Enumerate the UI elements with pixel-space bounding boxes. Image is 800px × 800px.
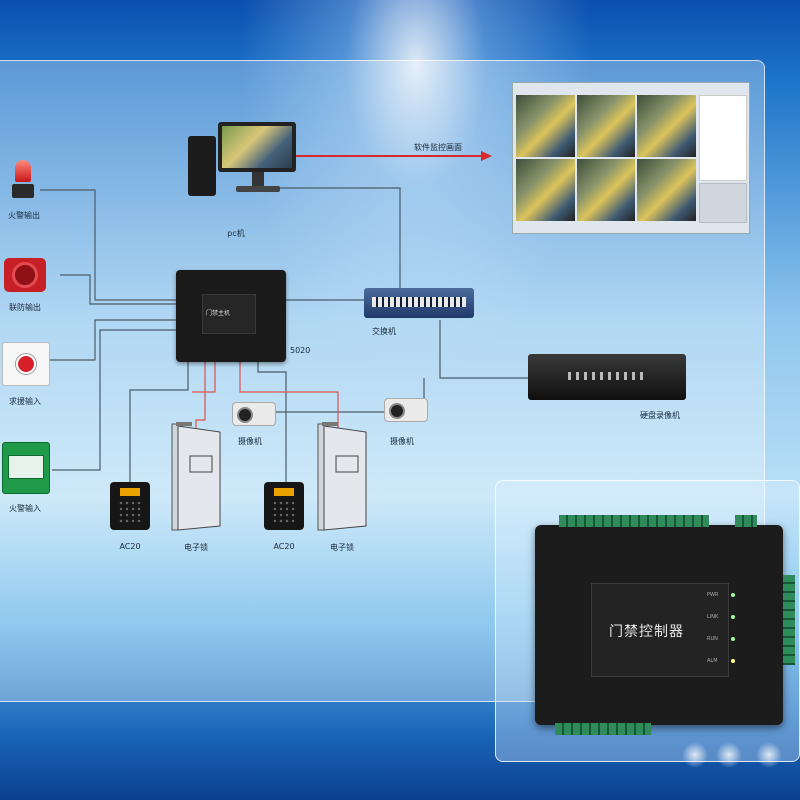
wire-pc-switch	[270, 187, 401, 290]
camera-1-icon	[232, 402, 276, 426]
camera-2-icon	[384, 398, 428, 422]
monitor-link-label: 软件监控画面	[414, 143, 462, 152]
wire-lock2	[239, 360, 339, 428]
led-label: LINK	[707, 614, 719, 620]
led-label: PWR	[707, 592, 719, 598]
camera-1-label: 摄像机	[238, 437, 262, 446]
wire-ctrl-reader1	[129, 360, 189, 482]
big-access-controller: 门禁控制器 PWR LINK RUN ALM	[535, 515, 795, 735]
camera-feed	[637, 159, 696, 221]
wire-fire-light	[40, 189, 176, 301]
fire-input-panel-icon	[2, 442, 50, 494]
pc-monitor-icon	[218, 122, 296, 172]
wire-lock1b	[192, 360, 216, 393]
fire-input-label: 火警输入	[9, 504, 41, 513]
sound-light-alarm-label: 联防输出	[9, 303, 41, 312]
wire-siren	[60, 274, 176, 305]
wire-switch-nvr	[439, 320, 528, 379]
bottom-terminal-block	[555, 723, 651, 735]
controller-front-screen	[591, 583, 729, 677]
led-label: ALM	[707, 658, 718, 664]
nvr-label: 硬盘录像机	[640, 411, 680, 420]
fire-alarm-light-icon	[12, 160, 34, 200]
controller-model-label: 5020	[290, 346, 311, 355]
camera-feed	[576, 95, 636, 157]
monitoring-software-screen	[512, 82, 750, 234]
door-2-icon	[317, 422, 367, 531]
switch-label: 交换机	[372, 327, 396, 336]
pc-label: pc机	[227, 229, 245, 238]
reader-1-label: AC20	[119, 542, 141, 551]
network-switch-icon	[364, 288, 474, 318]
fire-alarm-light-label: 火警输出	[8, 211, 40, 220]
big-controller-title: 门禁控制器	[609, 624, 684, 640]
camera-feed-grid	[516, 95, 696, 221]
pc-tower-icon	[188, 136, 216, 196]
wire-fire-input	[52, 329, 176, 471]
wire-lock1	[195, 360, 206, 428]
reader-2-label: AC20	[273, 542, 295, 551]
nvr-icon	[528, 354, 686, 400]
glow-dot	[682, 742, 708, 768]
wire-emergency	[50, 319, 176, 361]
led-label: RUN	[707, 636, 718, 642]
lock-1-label: 电子锁	[184, 543, 208, 552]
monitor-stand-icon	[252, 172, 264, 186]
top-terminal-block	[559, 515, 709, 527]
glow-dot	[756, 742, 782, 768]
top-terminal-block-small	[735, 515, 757, 527]
emergency-button-icon	[2, 342, 50, 386]
controller-screen-label: 门禁主机	[206, 310, 231, 317]
camera-feed	[576, 159, 636, 221]
card-reader-2-icon	[264, 482, 304, 530]
ptz-control-panel	[699, 183, 747, 223]
led-indicator	[731, 637, 735, 641]
glow-dot	[716, 742, 742, 768]
lock-2-label: 电子锁	[330, 543, 354, 552]
access-controller-icon: 门禁主机	[176, 270, 286, 362]
led-indicator	[731, 659, 735, 663]
device-list-panel	[699, 95, 747, 181]
camera-feed	[516, 95, 575, 157]
wire-ctrl-reader2	[257, 360, 287, 482]
door-1-icon	[171, 422, 221, 531]
camera-feed	[637, 95, 696, 157]
monitor-arrow-head	[481, 151, 492, 161]
led-indicator	[731, 593, 735, 597]
card-reader-1-icon	[110, 482, 150, 530]
siren-icon	[4, 258, 46, 292]
camera-feed	[516, 159, 575, 221]
keyboard-icon	[236, 186, 280, 192]
led-indicator	[731, 615, 735, 619]
camera-2-label: 摄像机	[390, 437, 414, 446]
emergency-input-label: 求援输入	[9, 397, 41, 406]
side-terminal-block	[783, 575, 795, 665]
